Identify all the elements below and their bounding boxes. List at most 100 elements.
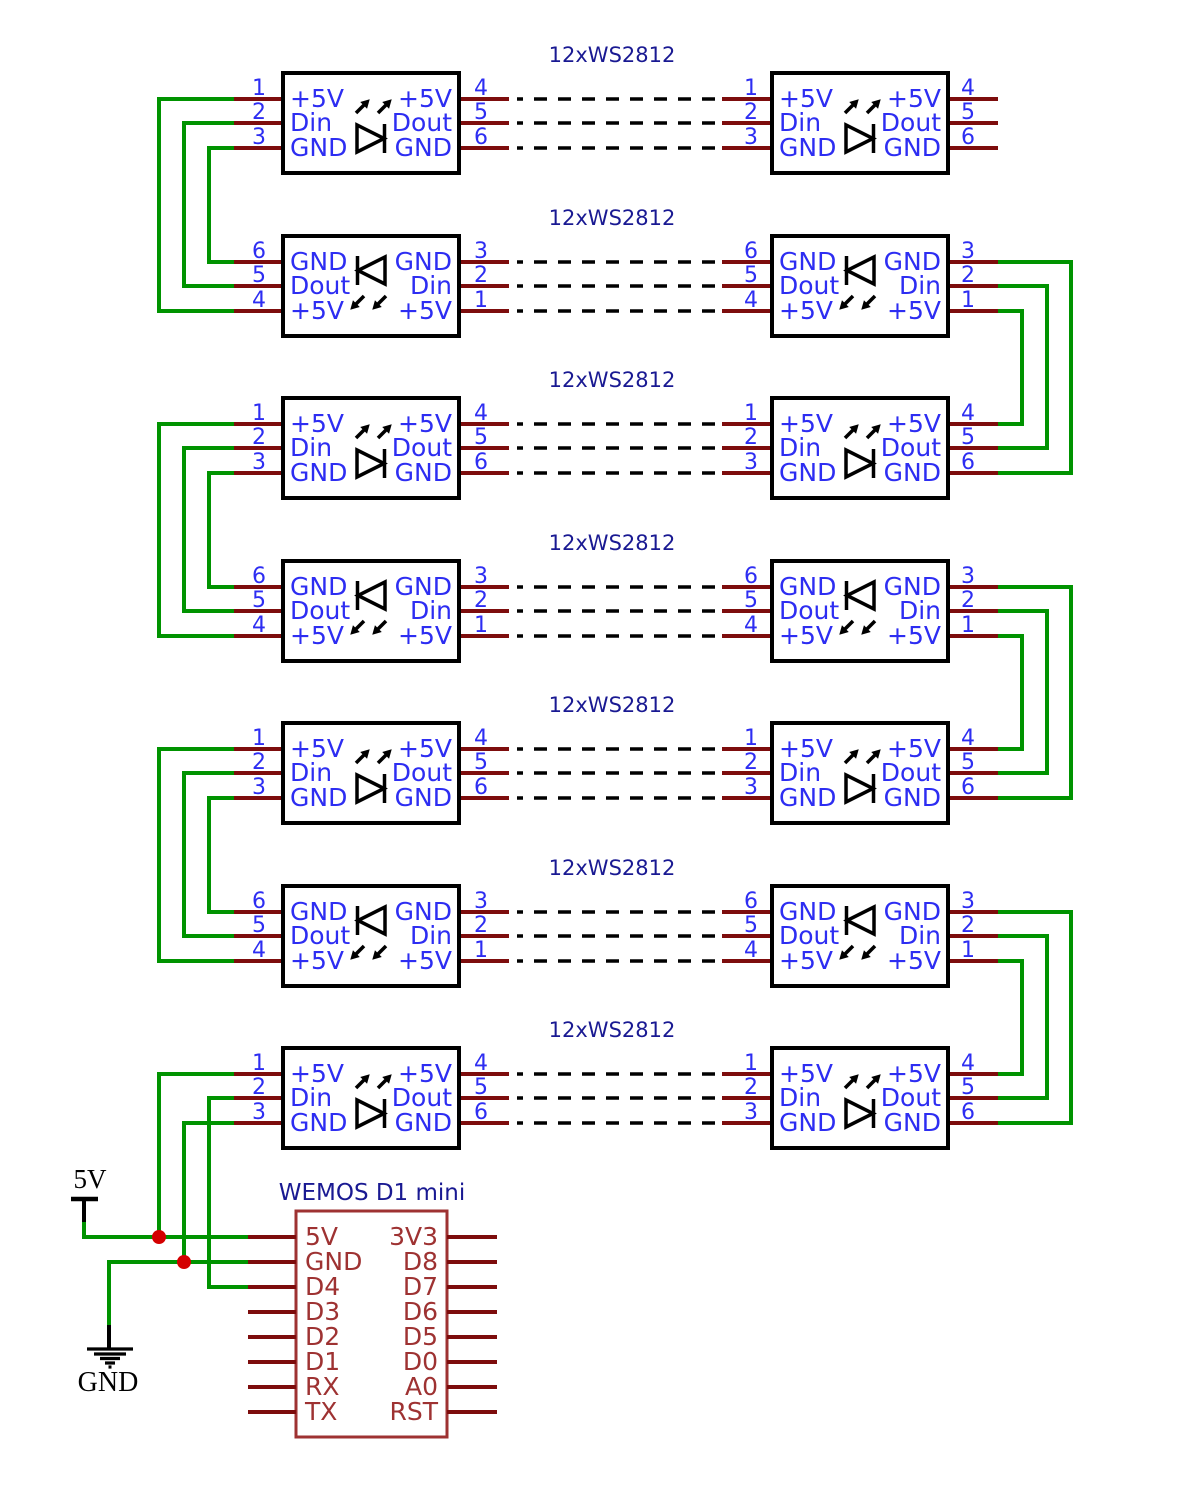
pin-number: 2 [474,588,488,613]
pin-label: GND [884,572,941,601]
pin-number: 5 [744,913,758,938]
emission-arrow-head [839,950,849,960]
pin-label: +5V [887,296,941,325]
pin-number: 2 [961,588,975,613]
pin-label: Dout [392,758,452,787]
mcu-pin-label-right-1: D8 [403,1247,438,1276]
pin-number: 3 [744,1100,758,1125]
bus-wires-green [82,97,1073,1325]
pin-number: 3 [252,450,266,475]
mcu-pin-label-left-6: RX [305,1372,340,1401]
pin-label: GND [290,572,347,601]
pin-label: Dout [779,921,839,950]
wire-left-pair-row3-row4-net1 [157,422,234,638]
pin-number: 1 [474,288,488,313]
pin-label: GND [290,133,347,162]
wire-right-pair-row2-row3-net1 [998,309,1024,426]
junction-dot [177,1255,191,1269]
pin-label: GND [290,897,347,926]
led-diode-with-emission-arrows-icon [843,1074,881,1130]
pin-label: Dout [881,108,941,137]
pin-number: 5 [744,588,758,613]
emission-arrow-head [350,625,360,635]
pin-number: 1 [961,938,975,963]
pin-number: 4 [961,401,975,426]
led-diode-with-emission-arrows-icon [839,579,877,635]
pin-label: +5V [398,409,452,438]
pin-number: 6 [961,125,975,150]
pin-label: GND [395,458,452,487]
pin-label: GND [779,1108,836,1137]
pin-number: 4 [744,613,758,638]
pin-number: 1 [744,726,758,751]
pin-label: GND [779,133,836,162]
pin-label: Din [899,596,941,625]
pin-number: 6 [252,239,266,264]
wire-right-pair-row6-row7-net2 [998,934,1049,1100]
pin-label: Din [410,596,452,625]
pin-label: +5V [779,621,833,650]
pin-number: 3 [252,1100,266,1125]
ws2812-row-2-title: 12xWS2812 [549,206,676,230]
wemos-d1-mini-box-outline [294,1209,449,1439]
mcu-pin-label-right-3: D6 [403,1297,438,1326]
pin-label: Din [779,758,821,787]
wire-left-pair-row5-row6-net1 [157,747,234,963]
ws2812-box-outline [281,396,461,500]
pin-label: +5V [290,296,344,325]
ws2812-box-outline [770,884,950,988]
pin-number: 1 [474,938,488,963]
ws2812-row-1-title: 12xWS2812 [549,43,676,67]
pin-label: GND [779,458,836,487]
pin-label: GND [290,458,347,487]
diode-triangle [355,1097,388,1130]
wire-right-pair-row4-row5-net2 [998,609,1049,775]
emission-arrow-head [382,99,392,109]
led-diode-with-emission-arrows-icon [350,904,388,960]
emission-arrow-head [861,950,871,960]
pin-label: Dout [392,433,452,462]
mcu-pin-label-left-1: GND [305,1247,362,1276]
ws2812-row-4-title: 12xWS2812 [549,531,676,555]
emission-arrow-head [871,424,881,434]
pin-label: +5V [290,734,344,763]
pin-number: 4 [252,938,266,963]
diode-triangle [844,1097,877,1130]
ws2812-row-3-title: 12xWS2812 [549,368,676,392]
emission-arrow-head [350,950,360,960]
mcu-pin-label-left-0: 5V [305,1222,338,1251]
pin-number: 4 [961,1051,975,1076]
pin-number: 1 [961,613,975,638]
led-diode-with-emission-arrows-icon [843,99,881,155]
pin-label: Dout [392,1083,452,1112]
pin-number: 5 [744,263,758,288]
pin-number: 2 [744,100,758,125]
wire-left-pair-row1-row2-net1 [157,97,234,313]
wire-left-pair-row5-row6-net3 [207,796,234,914]
mcu-pin-label-right-6: A0 [405,1372,438,1401]
emission-arrow-head [871,99,881,109]
pin-number: 6 [744,239,758,264]
pin-label: Dout [290,596,350,625]
pin-number: 4 [474,1051,488,1076]
pin-number: 2 [474,263,488,288]
mcu-pin-label-right-5: D0 [403,1347,438,1376]
pin-number: 3 [474,239,488,264]
pin-number: 3 [744,450,758,475]
ws2812-box-outline [770,721,950,825]
pin-number: 2 [961,263,975,288]
ws2812-row-7-title: 12xWS2812 [549,1018,676,1042]
pin-label: Din [779,433,821,462]
mcu-pin-label-right-4: D5 [403,1322,438,1351]
pin-label: +5V [887,1059,941,1088]
pin-number: 1 [252,76,266,101]
pin-label: Din [410,271,452,300]
pin-label: +5V [779,296,833,325]
pin-label: +5V [398,84,452,113]
led-diode-with-emission-arrows-icon [350,254,388,310]
